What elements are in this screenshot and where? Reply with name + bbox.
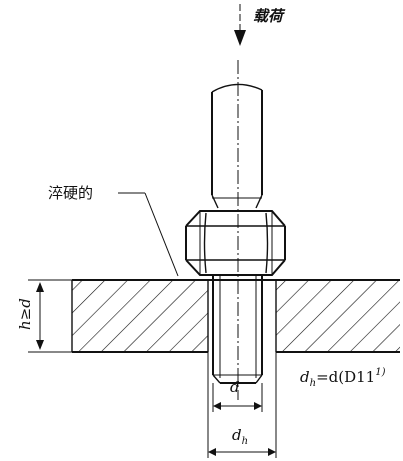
- hole-formula: dh=d(D111): [300, 367, 386, 389]
- hardened-leader: [118, 192, 179, 277]
- dh-main: d: [232, 426, 242, 444]
- dh-label: dh: [232, 426, 248, 447]
- plate: [71, 279, 400, 353]
- d-label: d: [230, 378, 240, 396]
- load-label: 载荷: [253, 7, 286, 25]
- formula-sup: 1): [375, 367, 385, 378]
- h-ge-d-label: h≥d: [16, 298, 34, 330]
- formula-lhs-sub: h: [310, 378, 316, 389]
- dh-sub: h: [242, 436, 248, 447]
- formula-lhs: d: [300, 368, 310, 386]
- plate-thickness-dimension: [28, 279, 72, 353]
- formula-rhs: =d(D11: [316, 368, 375, 386]
- hardened-label: 淬硬的: [48, 184, 93, 202]
- bolt-shank: [211, 83, 263, 384]
- hole-diameter-dimension: [207, 352, 277, 458]
- bolt-diameter-dimension: [212, 383, 263, 412]
- load-arrow: [234, 4, 246, 46]
- nut: [185, 210, 286, 276]
